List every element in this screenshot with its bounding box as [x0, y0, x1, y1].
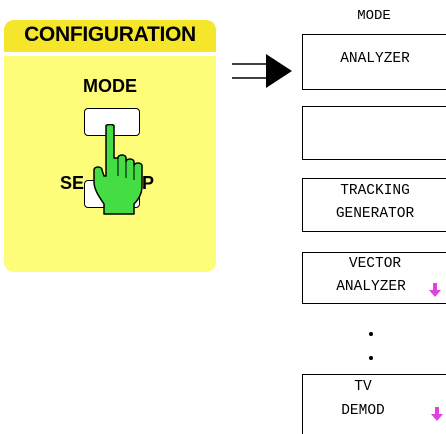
configuration-panel: CONFIGURATION MODE SE P	[4, 20, 216, 272]
softkey-label: ANALYZER	[340, 51, 410, 67]
softkey-label-line1: TV	[354, 379, 372, 395]
ellipsis-dot	[369, 332, 373, 336]
softkey-label-line1: TRACKING	[340, 183, 410, 199]
softkey-label-line2: ANALYZER	[336, 279, 406, 295]
softkey-tracking-generator[interactable]: TRACKING GENERATOR	[302, 178, 446, 232]
softkey-vector-analyzer[interactable]: VECTOR ANALYZER	[302, 252, 446, 304]
down-arrow-icon	[429, 283, 441, 297]
softkey-empty[interactable]	[302, 106, 446, 160]
pointing-hand-icon	[93, 124, 143, 215]
configuration-title-bar	[4, 20, 216, 52]
setup-key-label: SE P	[4, 173, 216, 194]
softkey-label-line2: DEMOD	[341, 403, 385, 419]
softkey-menu-title: MODE	[357, 8, 391, 24]
setup-label-left: SE	[59, 173, 84, 193]
softkey-label-line2: GENERATOR	[335, 206, 415, 222]
configuration-title: CONFIGURATION	[24, 23, 196, 46]
down-arrow-icon	[431, 407, 443, 421]
softkey-label-line1: VECTOR	[348, 256, 402, 272]
right-arrow-icon	[232, 54, 292, 88]
softkey-tv-demod[interactable]: TV DEMOD	[302, 374, 446, 434]
mode-key-label: MODE	[83, 76, 137, 96]
ellipsis-dot	[369, 356, 373, 360]
softkey-analyzer[interactable]: ANALYZER	[302, 34, 446, 90]
setup-label-right: P	[142, 173, 155, 193]
